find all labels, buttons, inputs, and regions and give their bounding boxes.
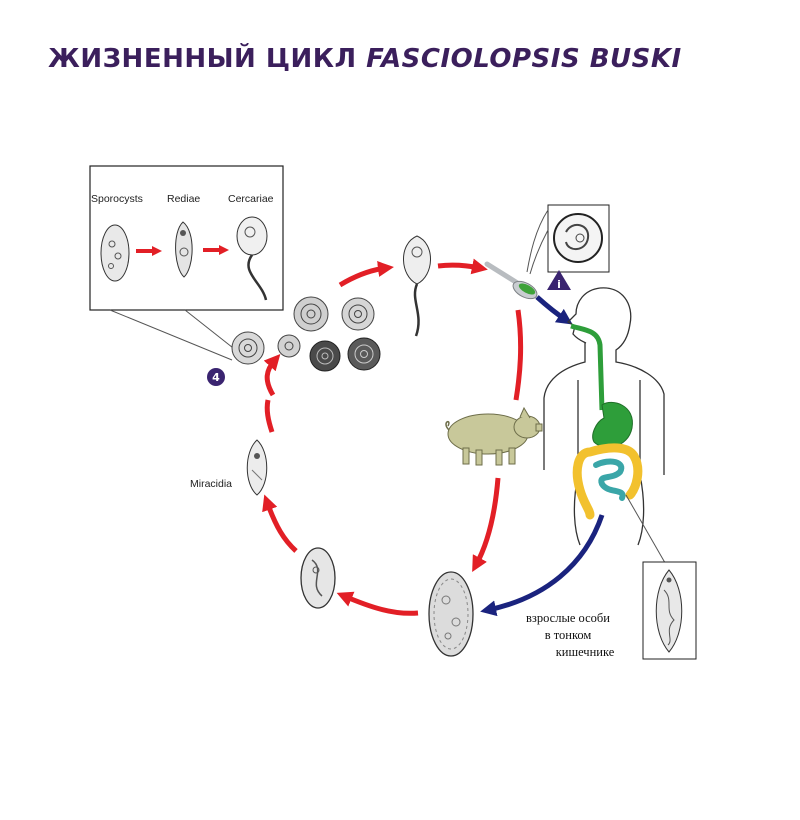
snail-icon <box>341 297 375 331</box>
title-prefix: ЖИЗНЕННЫЙ ЦИКЛ <box>48 44 367 74</box>
snail-icon <box>347 337 381 371</box>
large-intestine <box>572 443 643 520</box>
cycle-arrow <box>338 261 394 288</box>
spoon-with-water-plant-icon <box>484 261 538 300</box>
ingestion-arrow <box>535 295 573 325</box>
free-cercaria-icon <box>403 235 431 337</box>
cycle-arrow <box>437 258 488 275</box>
redia-icon <box>175 221 193 278</box>
sporocyst-icon <box>100 224 130 282</box>
cycle-arrow <box>263 354 281 397</box>
cycle-arrow <box>264 399 275 433</box>
page-title: ЖИЗНЕННЫЙ ЦИКЛ FASCIOLOPSIS BUSKI <box>48 44 682 74</box>
title-species: FASCIOLOPSIS BUSKI <box>366 44 682 74</box>
pig-icon <box>445 406 543 466</box>
sporocysts-label: Sporocysts <box>91 193 143 205</box>
small-intestine <box>593 458 626 501</box>
cercaria-icon <box>236 216 268 301</box>
miracidium-icon <box>246 439 268 496</box>
snail-stages-inset: Sporocysts Rediae Cercariae <box>89 165 284 311</box>
svg-text:i: i <box>557 278 561 291</box>
adults-caption-line3: кишечнике <box>556 645 615 659</box>
snail-icon <box>293 296 329 332</box>
cycle-arrow <box>336 591 419 616</box>
metacercaria-callout <box>526 209 549 273</box>
embryonated-egg-icon <box>300 547 336 609</box>
svg-text:4: 4 <box>212 371 220 384</box>
cycle-arrow <box>513 309 524 401</box>
snail-icon <box>231 331 265 365</box>
esophagus <box>570 323 605 411</box>
inset-callout-line <box>109 309 233 361</box>
step-4-badge: 4 <box>207 368 225 386</box>
metacercaria-inset <box>547 204 610 273</box>
cycle-arrow <box>472 477 501 573</box>
snail-icon <box>277 334 301 358</box>
cercariae-label: Cercariae <box>228 193 274 205</box>
adult-fluke-inset <box>642 561 697 660</box>
snail-hosts <box>231 296 381 372</box>
unembryonated-egg-icon <box>428 571 474 657</box>
infective-stage-badge: i <box>547 270 571 291</box>
metacercaria-callout <box>529 229 549 275</box>
egg-release-arrow <box>480 514 605 617</box>
adult-callout-line <box>625 494 669 569</box>
miracidia-label: Miracidia <box>190 478 232 490</box>
stomach <box>592 401 633 448</box>
cycle-arrow <box>262 494 298 553</box>
human-host-silhouette <box>543 287 665 546</box>
adults-caption-line1: взрослые особи <box>526 611 610 625</box>
snail-icon <box>309 340 341 372</box>
rediae-label: Rediae <box>167 193 200 205</box>
digestive-tract <box>570 323 643 520</box>
adults-caption-line2: в тонком <box>545 628 592 642</box>
